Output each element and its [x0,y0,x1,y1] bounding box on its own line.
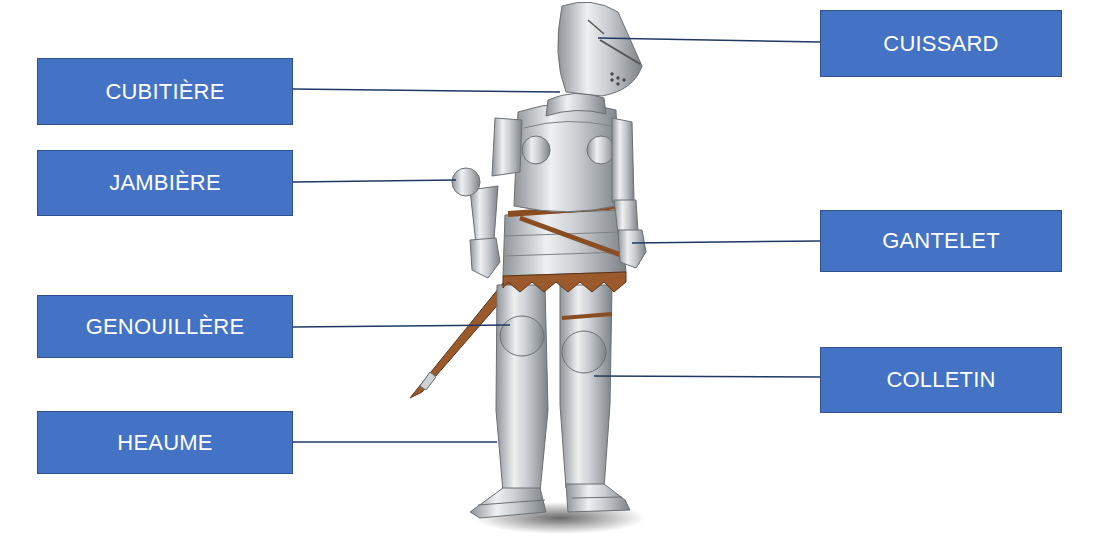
label-box: HEAUME [37,411,293,474]
part-name: GANTELET [882,228,1000,254]
part-name: COLLETIN [886,367,995,393]
leader-line [293,441,497,443]
leader-line [293,89,560,92]
label-box: CUISSARD [820,10,1062,77]
label-box: GENOUILLÈRE [37,295,293,358]
leader-line [598,38,820,42]
leader-line [293,180,456,182]
part-name: HEAUME [117,430,212,456]
label-box: GANTELET [820,210,1062,272]
leader-line [594,376,820,377]
part-name: JAMBIÈRE [109,170,221,196]
label-box: COLLETIN [820,347,1062,413]
leader-line [293,325,510,327]
knight [410,2,646,534]
label-box: JAMBIÈRE [37,150,293,216]
leader-line [632,241,820,243]
label-box: CUBITIÈRE [37,58,293,125]
part-name: GENOUILLÈRE [86,314,245,340]
part-name: CUBITIÈRE [105,79,224,105]
part-name: CUISSARD [883,31,998,57]
